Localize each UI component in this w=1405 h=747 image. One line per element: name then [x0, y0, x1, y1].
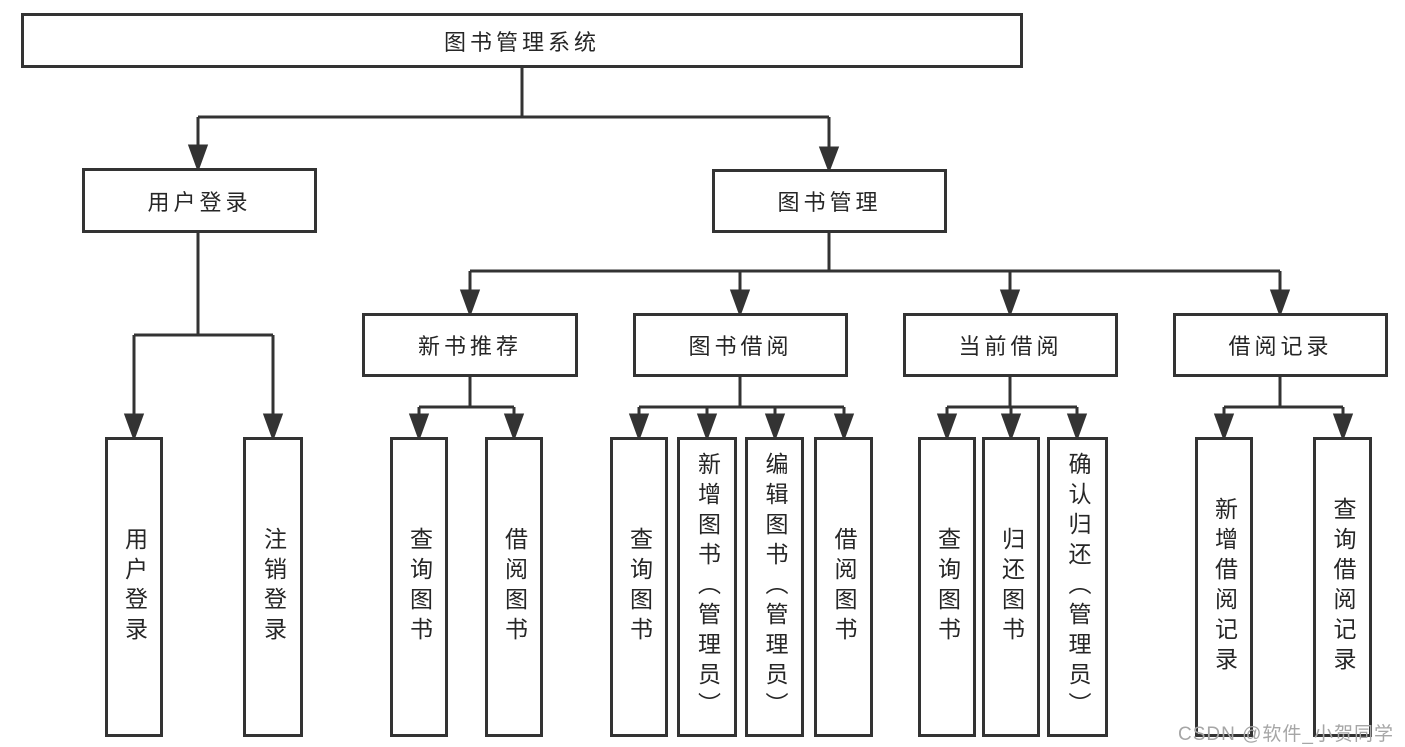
node-book-borrow-label: 图书借阅	[688, 334, 793, 359]
leaf-current-query-books: 查询图书	[918, 437, 976, 737]
node-book-management-label: 图书管理	[777, 190, 882, 215]
node-root-label: 图书管理系统	[443, 29, 600, 55]
leaf-add-borrow-record-label: 新增借阅记录	[1211, 497, 1238, 677]
node-borrow-record-label: 借阅记录	[1228, 334, 1333, 359]
leaf-borrow-books-label: 借阅图书	[831, 527, 857, 647]
leaf-current-query-books-label: 查询图书	[934, 527, 961, 647]
leaf-edit-books-admin: 编辑图书（管理员）	[745, 437, 804, 737]
node-root: 图书管理系统	[21, 13, 1023, 68]
leaf-return-books-label: 归还图书	[998, 527, 1025, 647]
leaf-recommend-borrow-books-label: 借阅图书	[501, 527, 528, 647]
leaf-query-borrow-record: 查询借阅记录	[1313, 437, 1372, 737]
node-current-borrow: 当前借阅	[903, 313, 1118, 377]
edges-borrow-record	[1213, 377, 1354, 442]
leaf-recommend-borrow-books: 借阅图书	[485, 437, 543, 737]
leaf-logout: 注销登录	[243, 437, 303, 737]
node-user-login: 用户登录	[82, 168, 317, 233]
csdn-watermark: CSDN @软件_小贺同学	[1178, 724, 1394, 745]
node-user-login-label: 用户登录	[147, 189, 252, 215]
leaf-user-login-label: 用户登录	[121, 527, 148, 647]
node-book-management: 图书管理	[712, 169, 947, 233]
edges-book-management	[459, 233, 1291, 318]
edges-new-book-recommend	[408, 377, 525, 442]
leaf-user-login: 用户登录	[105, 437, 163, 737]
leaf-confirm-return-admin-label: 确认归还（管理员）	[1065, 452, 1091, 722]
leaf-borrow-query-books: 查询图书	[610, 437, 668, 737]
node-borrow-record: 借阅记录	[1173, 313, 1388, 377]
node-current-borrow-label: 当前借阅	[958, 334, 1063, 359]
leaf-query-borrow-record-label: 查询借阅记录	[1330, 497, 1356, 677]
edges-current-borrow	[936, 377, 1088, 442]
leaf-add-books-admin: 新增图书（管理员）	[677, 437, 737, 737]
leaf-edit-books-admin-label: 编辑图书（管理员）	[762, 452, 788, 722]
leaf-borrow-books: 借阅图书	[814, 437, 873, 737]
edges-book-borrow	[628, 377, 855, 442]
leaf-return-books: 归还图书	[982, 437, 1040, 737]
leaf-borrow-query-books-label: 查询图书	[626, 527, 653, 647]
edges-user-login	[123, 233, 284, 442]
leaf-confirm-return-admin: 确认归还（管理员）	[1047, 437, 1108, 737]
leaf-add-borrow-record: 新增借阅记录	[1195, 437, 1253, 737]
node-book-borrow: 图书借阅	[633, 313, 848, 377]
node-new-book-recommend-label: 新书推荐	[417, 334, 522, 359]
leaf-add-books-admin-label: 新增图书（管理员）	[694, 452, 721, 722]
leaf-recommend-query-books: 查询图书	[390, 437, 448, 737]
edges-root-to-level2	[187, 68, 840, 174]
leaf-recommend-query-books-label: 查询图书	[406, 527, 433, 647]
node-new-book-recommend: 新书推荐	[362, 313, 578, 377]
leaf-logout-label: 注销登录	[260, 527, 287, 647]
